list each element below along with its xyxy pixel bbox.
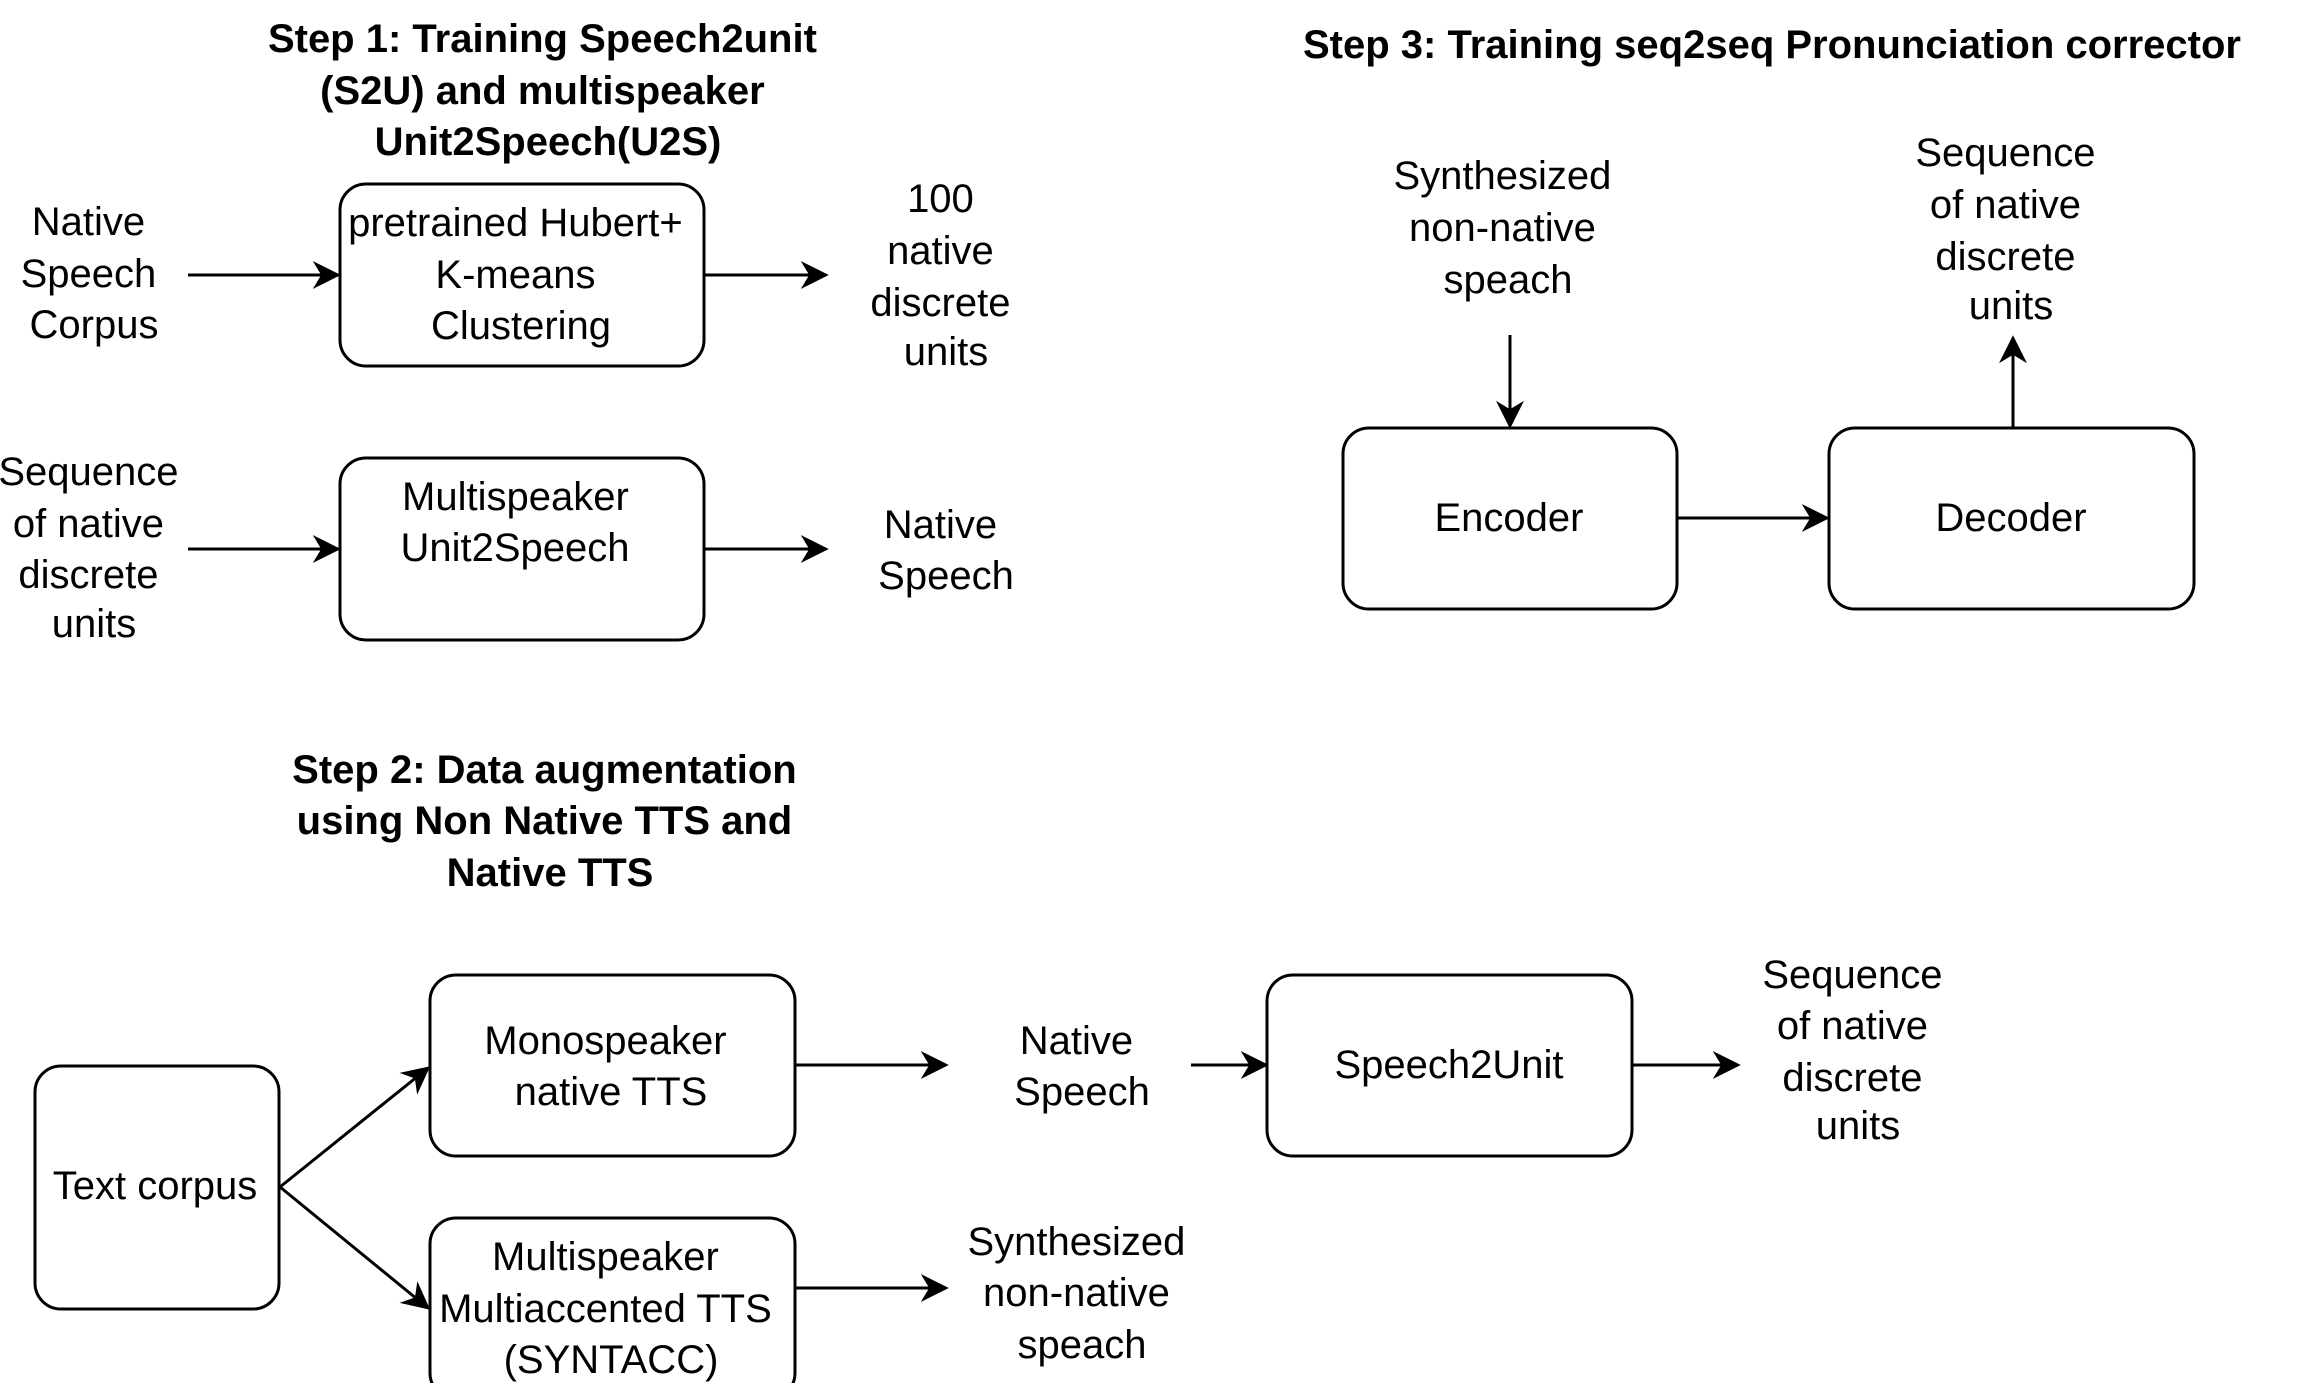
native-discrete-units-output-label: 100 native discrete units [870,177,1021,374]
synthesized-speech-input-label: Synthesized non-native speach [1393,154,1622,302]
multispeaker-unit2speech-box [338,456,706,642]
monospeaker-tts-label: Monospeaker native TTS [484,1019,738,1114]
step1-title: Step 1: Training Speech2unit (S2U) and m… [268,17,828,164]
multispeaker-unit2speech-label: Multispeaker Unit2Speech [400,475,639,570]
native-speech-mid-label: Native Speech [1014,1019,1150,1114]
monospeaker-tts-box [428,973,797,1158]
multispeaker-tts-label: Multispeaker Multiaccented TTS (SYNTACC) [439,1235,783,1382]
sequence-native-units-output-label: Sequence of native discrete units [1915,131,2106,328]
encoder-label: Encoder [1435,496,1584,540]
encoder-box [1341,426,1679,611]
sequence-native-units-step2-label: Sequence of native discrete units [1762,953,1953,1148]
synthesized-speech-step2-label: Synthesized non-native speach [967,1220,1196,1367]
sequence-native-units-input-label: Sequence of native discrete units [0,450,190,646]
step3-title: Step 3: Training seq2seq Pronunciation c… [1303,23,2241,67]
arrow-corpus-to-mono-tts [279,1066,431,1189]
decoder-box [1827,426,2196,611]
text-corpus-label: Text corpus [53,1164,258,1208]
speech2unit-label: Speech2Unit [1334,1043,1563,1087]
hubert-kmeans-label: pretrained Hubert+ K-means Clustering [348,201,694,348]
arrow-corpus-to-multi-tts [279,1185,431,1310]
native-speech-output-label: Native Speech [878,503,1014,598]
speech2unit-box [1265,973,1634,1158]
native-speech-corpus-label: Native Speech Corpus [21,200,168,347]
decoder-label: Decoder [1935,496,2086,540]
step2-title: Step 2: Data augmentation using Non Nati… [292,748,808,895]
text-corpus-box [33,1064,281,1311]
multispeaker-tts-box [428,1216,797,1383]
hubert-kmeans-box [338,182,706,368]
